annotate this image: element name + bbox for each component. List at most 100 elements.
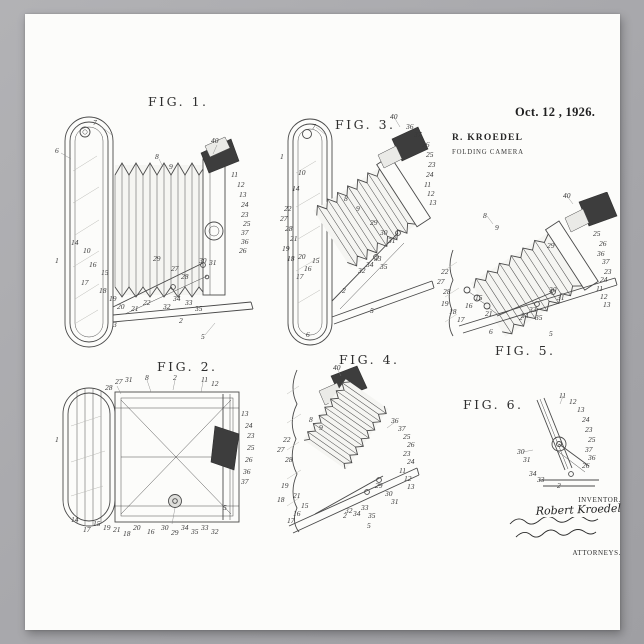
- reference-numeral: 11: [231, 171, 238, 179]
- reference-numeral: 18: [287, 255, 295, 263]
- reference-numeral: 35: [191, 528, 199, 536]
- figure-2-label: FIG. 2.: [157, 359, 218, 374]
- reference-numeral: 13: [603, 301, 611, 309]
- reference-numeral: 26: [599, 240, 607, 248]
- reference-numeral: 2: [343, 512, 347, 520]
- reference-numeral: 6: [55, 147, 59, 155]
- reference-numeral: 37: [241, 229, 249, 237]
- reference-numeral: 13: [239, 191, 247, 199]
- reference-numeral: 15: [93, 520, 101, 528]
- reference-numeral: 11: [201, 376, 208, 384]
- reference-numeral: 16: [304, 265, 312, 273]
- reference-numeral: 6: [489, 328, 493, 336]
- reference-numeral: 20: [298, 253, 306, 261]
- reference-numeral: 19: [103, 524, 111, 532]
- reference-numeral: 21: [485, 310, 493, 318]
- reference-numeral: 22: [283, 436, 291, 444]
- reference-numeral: 34: [353, 510, 361, 518]
- reference-numeral: 29: [547, 242, 555, 250]
- reference-numeral: 27: [171, 265, 179, 273]
- reference-numeral: 2: [557, 482, 561, 490]
- reference-numeral: 34: [173, 295, 181, 303]
- reference-numeral: 24: [600, 276, 608, 284]
- reference-numeral: 9: [356, 205, 360, 213]
- reference-numeral: 8: [344, 195, 348, 203]
- reference-numeral: 34: [529, 470, 537, 478]
- reference-numeral: 32: [211, 528, 219, 536]
- reference-numeral: 6: [306, 331, 310, 339]
- reference-numeral: 15: [101, 269, 109, 277]
- figure-1: 7611014894011121324232537362629303127281…: [55, 109, 265, 359]
- reference-numeral: 8: [483, 212, 487, 220]
- reference-numeral: 5: [201, 333, 205, 341]
- reference-numeral: 34: [181, 524, 189, 532]
- reference-numeral: 8: [145, 374, 149, 382]
- figure-5: 4089292526363723241112133031251516212227…: [433, 192, 618, 352]
- reference-numeral: 23: [247, 432, 255, 440]
- reference-numeral: 40: [211, 137, 219, 145]
- reference-numeral: 7: [312, 123, 316, 131]
- reference-numeral: 23: [241, 211, 249, 219]
- reference-numeral: 34: [521, 312, 529, 320]
- reference-numeral: 11: [559, 392, 566, 400]
- reference-numeral: 30: [549, 286, 557, 294]
- reference-numeral: 31: [523, 456, 531, 464]
- reference-numeral: 13: [241, 410, 249, 418]
- reference-numeral: 35: [535, 314, 543, 322]
- camera-plan-view-drawing: [55, 374, 260, 539]
- reference-numeral: 29: [153, 255, 161, 263]
- reference-numeral: 10: [83, 247, 91, 255]
- reference-numeral: 18: [99, 287, 107, 295]
- reference-numeral: 23: [428, 161, 436, 169]
- reference-numeral: 31: [209, 259, 217, 267]
- reference-numeral: 35: [195, 305, 203, 313]
- reference-numeral: 20: [117, 303, 125, 311]
- reference-numeral: 28: [181, 273, 189, 281]
- reference-numeral: 26: [422, 141, 430, 149]
- reference-numeral: 8: [309, 416, 313, 424]
- reference-numeral: 17: [457, 316, 465, 324]
- reference-numeral: 14: [292, 185, 300, 193]
- reference-numeral: 10: [298, 169, 306, 177]
- reference-numeral: 1: [280, 153, 284, 161]
- reference-numeral: 16: [147, 528, 155, 536]
- reference-numeral: 34: [366, 261, 374, 269]
- reference-numeral: 9: [169, 163, 173, 171]
- reference-numeral: 26: [245, 456, 253, 464]
- reference-numeral: 31: [125, 376, 133, 384]
- reference-numeral: 25: [247, 444, 255, 452]
- reference-numeral: 21: [131, 305, 139, 313]
- reference-numeral: 18: [277, 496, 285, 504]
- patent-sheet: Oct. 12 , 1926. R. KROEDEL FOLDING CAMER…: [25, 14, 620, 630]
- reference-numeral: 5: [549, 330, 553, 338]
- reference-numeral: 11: [424, 181, 431, 189]
- reference-numeral: 29: [171, 529, 179, 537]
- reference-numeral: 32: [358, 267, 366, 275]
- reference-numeral: 35: [380, 263, 388, 271]
- reference-numeral: 27: [280, 215, 288, 223]
- reference-numeral: 27: [437, 278, 445, 286]
- reference-numeral: 31: [388, 237, 396, 245]
- reference-numeral: 28: [285, 225, 293, 233]
- reference-numeral: 28: [105, 384, 113, 392]
- reference-numeral: 1: [55, 436, 59, 444]
- reference-numeral: 33: [201, 524, 209, 532]
- reference-numeral: 30: [161, 524, 169, 532]
- reference-numeral: 21: [293, 492, 301, 500]
- reference-numeral: 29: [370, 219, 378, 227]
- reference-numeral: 2: [173, 374, 177, 382]
- reference-numeral: 2: [179, 317, 183, 325]
- reference-numeral: 36: [241, 238, 249, 246]
- reference-numeral: 14: [71, 516, 79, 524]
- reference-numeral: 15: [312, 257, 320, 265]
- reference-numeral: 25: [426, 151, 434, 159]
- figure-6: 111213242325373626303123433: [503, 392, 613, 502]
- reference-numeral: 24: [426, 171, 434, 179]
- reference-numeral: 19: [109, 295, 117, 303]
- reference-numeral: 22: [284, 205, 292, 213]
- reference-numeral: 26: [239, 247, 247, 255]
- reference-numeral: 29: [375, 482, 383, 490]
- reference-numeral: 12: [211, 380, 219, 388]
- reference-numeral: 15: [475, 294, 483, 302]
- reference-numeral: 16: [89, 261, 97, 269]
